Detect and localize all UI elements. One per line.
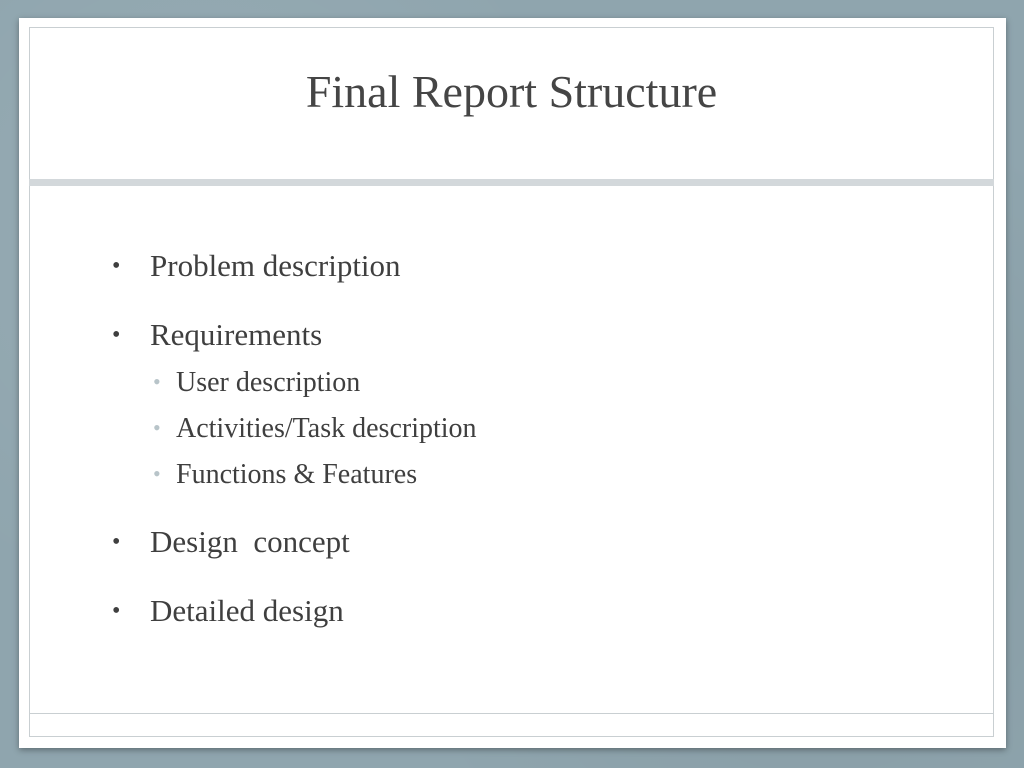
bullet-text: Requirements [150, 317, 323, 352]
sub-bullet-list: • User description • Activities/Task des… [109, 365, 909, 493]
bullet-text: Problem description [150, 248, 401, 283]
bullet-icon: • [112, 598, 121, 624]
bullet-text: Detailed design [150, 593, 344, 628]
bullet-item-detailed-design: • Detailed design [109, 591, 909, 631]
sub-bullet-icon: • [153, 369, 161, 394]
bullet-icon: • [112, 529, 121, 555]
sub-bullet-icon: • [153, 461, 161, 486]
title-divider [29, 179, 994, 186]
sub-bullet-text: Activities/Task description [176, 413, 477, 444]
sub-bullet-item-user-description: • User description [109, 365, 909, 401]
sub-bullet-item-functions-features: • Functions & Features [109, 457, 909, 493]
bullet-item-requirements: • Requirements [109, 315, 909, 355]
slide-title: Final Report Structure [305, 66, 718, 117]
bullet-item-problem-description: • Problem description [109, 246, 909, 286]
bullet-icon: • [112, 322, 121, 348]
sub-bullet-icon: • [153, 415, 161, 440]
bullet-text: Design concept [150, 524, 350, 559]
bullet-list: • Problem description • Requirements • U… [109, 246, 909, 660]
sub-bullet-text: Functions & Features [176, 459, 418, 490]
sub-bullet-text: User description [176, 367, 361, 398]
sub-bullet-item-activities-task-description: • Activities/Task description [109, 411, 909, 447]
footer-divider [29, 713, 994, 714]
bullet-item-design-concept: • Design concept [109, 522, 909, 562]
bullet-icon: • [112, 253, 121, 279]
slide-frame [29, 27, 994, 737]
slide: Final Report Structure • Problem descrip… [19, 18, 1006, 748]
